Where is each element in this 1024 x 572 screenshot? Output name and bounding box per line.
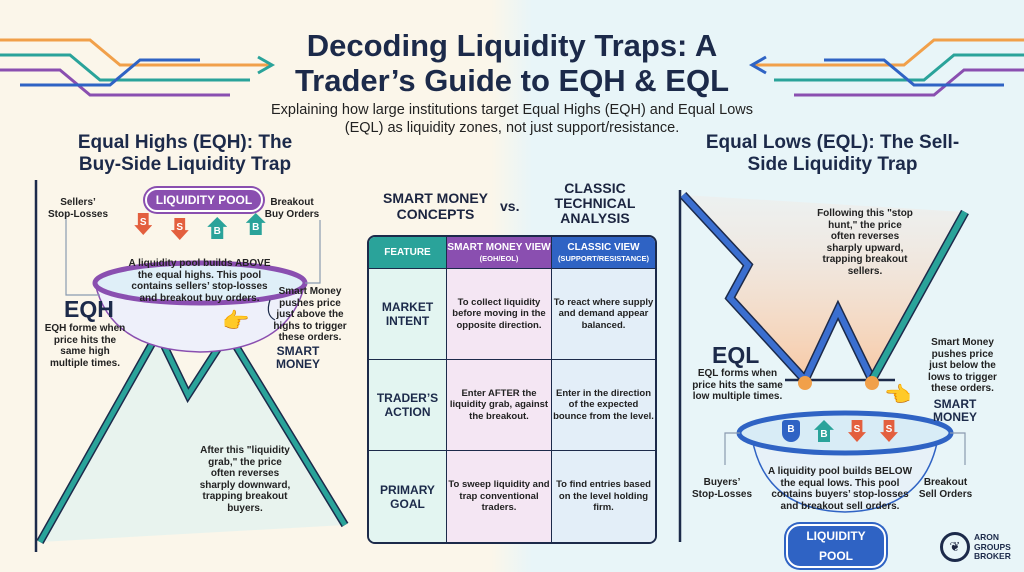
page-title: Decoding Liquidity Traps: A Trader’s Gui… xyxy=(294,28,730,98)
eql-description: EQL forms when price hits the same low m… xyxy=(692,368,783,402)
smart-money-cell: Enter AFTER the liquidity grab, against … xyxy=(447,360,552,451)
smart-money-cell: To collect liquidity before moving in th… xyxy=(447,269,552,360)
eqh-smart-money-label: SMART MONEY xyxy=(275,344,320,371)
logo-leaf-icon: ❦ xyxy=(940,532,970,562)
classic-cell: To react where supply and demand appear … xyxy=(552,269,655,360)
column-header-smart-money: SMART MONEY VIEW(EOH/EOL) xyxy=(447,237,552,269)
eql-after-description: Following this "stop hunt," the price of… xyxy=(817,208,913,277)
eql-label: EQL xyxy=(712,342,760,368)
eqh-panel-title: Equal Highs (EQH): The Buy-Side Liquidit… xyxy=(77,132,293,175)
company-logo-text: ARON GROUPS BROKER xyxy=(974,532,1011,561)
eql-liquidity-pool-badge: LIQUIDITY POOL xyxy=(786,524,886,568)
eqh-label: EQH xyxy=(64,296,114,322)
vs-label: vs. xyxy=(500,198,520,214)
sell-order-arrow-icon: S xyxy=(848,420,866,442)
eqh-after-description: After this "liquidity grab," the price o… xyxy=(199,445,291,514)
feature-cell: MARKET INTENT xyxy=(369,269,447,360)
eqh-pool-description: A liquidity pool builds ABOVE the equal … xyxy=(128,258,271,304)
buy-order-arrow-icon: B xyxy=(245,213,266,235)
circuit-decoration-right xyxy=(748,38,1024,97)
smc-heading: SMART MONEY CONCEPTS xyxy=(383,190,488,222)
eql-panel-title: Equal Lows (EQL): The Sell-Side Liquidit… xyxy=(705,132,960,175)
buy-stop-shield-icon: B xyxy=(782,420,800,442)
eql-order-markers: B B S S xyxy=(775,420,905,450)
smart-money-cell: To sweep liquidity and trap conventional… xyxy=(447,451,552,542)
eqh-diagram xyxy=(34,180,349,552)
eql-diagram xyxy=(678,190,969,542)
comparison-table: FEATURE SMART MONEY VIEW(EOH/EOL) CLASSI… xyxy=(367,235,657,544)
eqh-description: EQH forme when price hits the same high … xyxy=(44,323,126,369)
page-subtitle: Explaining how large institutions target… xyxy=(271,102,753,136)
classic-cell: To find entries based on the level holdi… xyxy=(552,451,655,542)
pointing-hand-icon: 👉 xyxy=(222,308,250,333)
sell-order-arrow-icon: S xyxy=(880,420,898,442)
sell-stop-arrow-icon: S xyxy=(134,213,153,235)
feature-cell: PRIMARY GOAL xyxy=(369,451,447,542)
sell-stop-arrow-icon: S xyxy=(170,218,189,240)
pointing-hand-icon: 👈 xyxy=(884,382,912,407)
table-header-row: FEATURE SMART MONEY VIEW(EOH/EOL) CLASSI… xyxy=(369,237,655,269)
eql-pool-description: A liquidity pool builds BELOW the equal … xyxy=(767,466,913,512)
eql-smart-money-description: Smart Money pushes price just below the … xyxy=(928,337,997,394)
buy-order-arrow-icon: B xyxy=(207,217,228,239)
buy-order-arrow-icon: B xyxy=(814,420,834,442)
classic-ta-heading: CLASSIC TECHNICAL ANALYSIS xyxy=(554,180,636,226)
eqh-smart-money-description: Smart Money pushes price just above the … xyxy=(273,286,347,343)
column-header-feature: FEATURE xyxy=(369,237,447,269)
buyers-stop-losses-label: Buyers’ Stop-Losses xyxy=(692,477,753,500)
eql-smart-money-label: SMART MONEY xyxy=(932,397,977,424)
classic-cell: Enter in the direction of the expected b… xyxy=(552,360,655,451)
feature-cell: TRADER’S ACTION xyxy=(369,360,447,451)
column-header-classic: CLASSIC VIEW(SUPPORT/RESISTANCE) xyxy=(552,237,655,269)
eqh-order-markers: S S B B xyxy=(125,213,275,243)
breakout-sell-orders-label: Breakout Sell Orders xyxy=(918,477,973,500)
circuit-decoration-left xyxy=(0,38,276,97)
eqh-liquidity-pool-badge: LIQUIDITY POOL xyxy=(145,188,263,212)
breakout-buy-orders-label: Breakout Buy Orders xyxy=(264,197,320,220)
sellers-stop-losses-label: Sellers’ Stop-Losses xyxy=(48,197,109,220)
